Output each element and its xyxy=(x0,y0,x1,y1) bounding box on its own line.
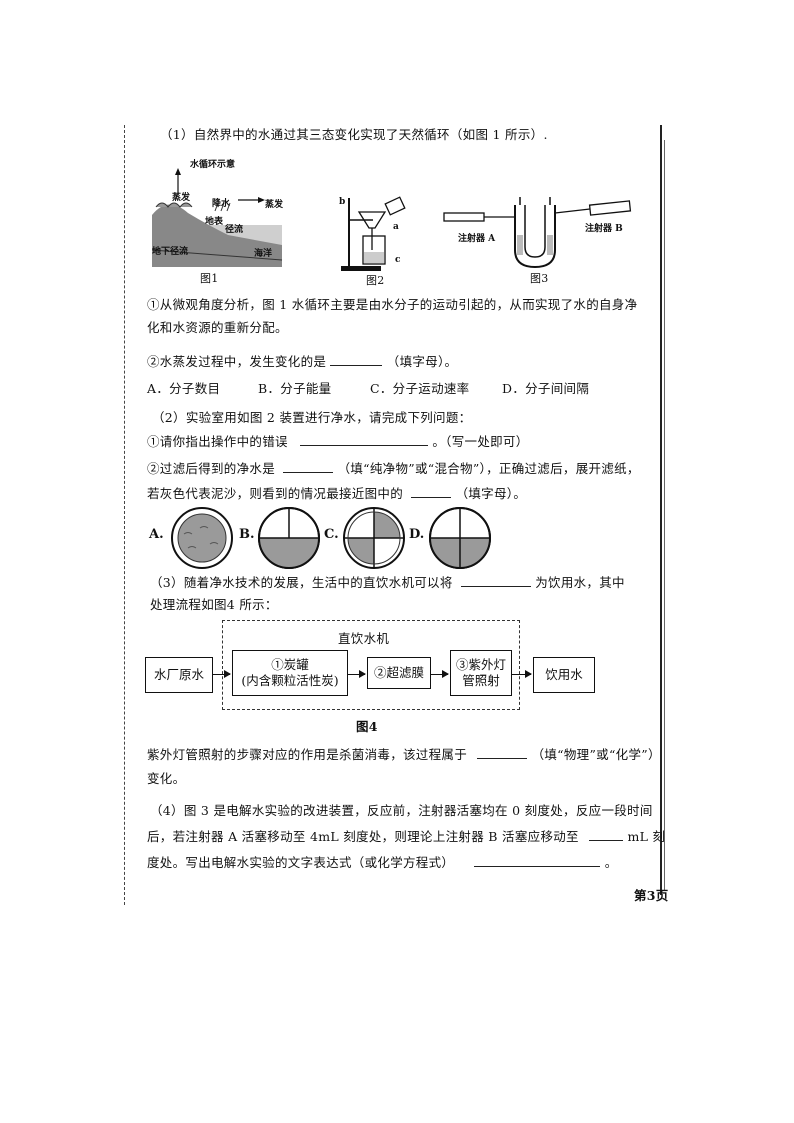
fig3-syringe-a: 注射器 A xyxy=(458,234,496,244)
q2-sub1-blank[interactable] xyxy=(300,433,429,446)
fig1-label-underground: 地下径流 xyxy=(152,247,189,257)
q4-line2-tail: mL 刻 xyxy=(627,829,666,844)
fig3-caption: 图3 xyxy=(530,272,549,285)
flow-start-text: 水厂原水 xyxy=(153,667,204,682)
fig2-label-b: b xyxy=(339,197,346,207)
q1-intro: （1）自然界中的水通过其三态变化实现了天然循环（如图 1 所示）. xyxy=(160,127,548,142)
q1-sub2-tail: （填字母）。 xyxy=(386,354,458,369)
choice-c-label[interactable]: C. xyxy=(324,527,339,542)
q1-option-c[interactable]: C．分子运动速率 xyxy=(370,381,470,396)
fig1-title: 水循环示意 xyxy=(190,160,236,170)
page-edge-shadow xyxy=(664,140,665,890)
q2-sub2b-text: 若灰色代表泥沙，则看到的情况最接近图中的 xyxy=(147,486,404,501)
flow-end-text: 饮用水 xyxy=(545,667,583,682)
q3-note: 紫外灯管照射的步骤对应的作用是杀菌消毒，该过程属于 （填“物理”或“化学”） xyxy=(147,744,661,763)
q1-sub1b: 化和水资源的重新分配。 xyxy=(147,320,288,335)
q1-sub1: ①从微观角度分析，图 1 水循环主要是由水分子的运动引起的，从而实现了水的自身净 xyxy=(147,297,638,312)
q3-intro-tail: 为饮用水，其中 xyxy=(535,575,625,590)
q2-sub2b-blank[interactable] xyxy=(411,485,452,498)
choice-b-label[interactable]: B. xyxy=(239,527,255,542)
q2-sub2-blank[interactable] xyxy=(283,460,334,473)
flow-step-ultrafiltration: ②超滤膜 xyxy=(367,657,431,689)
flow-step-carbon-tank: ①炭罐 (内含颗粒活性炭) xyxy=(232,650,348,696)
q2-sub2b-tail: （填字母）。 xyxy=(455,486,527,501)
fig1-label-runoff: 径流 xyxy=(225,225,244,235)
q2-sub2: ②过滤后得到的净水是 （填“纯净物”或“混合物”），正确过滤后，展开滤纸， xyxy=(147,458,640,477)
choice-d-label[interactable]: D. xyxy=(409,527,425,542)
q2-sub2-text: ②过滤后得到的净水是 xyxy=(147,461,276,476)
fig4-caption: 图4 xyxy=(356,719,378,734)
q2-sub1: ①请你指出操作中的错误 。（写一处即可） xyxy=(147,431,529,450)
choice-a-label[interactable]: A. xyxy=(149,527,164,542)
q1-sub2: ②水蒸发过程中，发生变化的是 （填字母）。 xyxy=(147,351,457,370)
q4-line2-text: 后，若注射器 A 活塞移动至 4mL 刻度处，则理论上注射器 B 活塞应移动至 xyxy=(147,829,579,844)
q2-sub1-tail: 。（写一处即可） xyxy=(432,434,529,449)
q3-intro2: 处理流程如图4 所示： xyxy=(150,597,278,612)
flow-step1-line1: ①炭罐 xyxy=(271,657,309,672)
q3-intro: （3）随着净水技术的发展，生活中的直饮水机可以将 为饮用水，其中 xyxy=(150,572,625,591)
flow-step-uv-lamp: ③紫外灯 管照射 xyxy=(450,650,512,696)
flow-step2-text: ②超滤膜 xyxy=(373,665,424,680)
fig2-label-c: c xyxy=(395,255,401,265)
q4-line3-blank[interactable] xyxy=(474,854,601,867)
choice-c-filter-paper[interactable] xyxy=(342,506,406,570)
q1-sub2-text: ②水蒸发过程中，发生变化的是 xyxy=(147,354,327,369)
q2-sub2b: 若灰色代表泥沙，则看到的情况最接近图中的 （填字母）。 xyxy=(147,483,526,502)
figure-2-filtration xyxy=(335,190,415,275)
flow-step3-line1: ③紫外灯 xyxy=(455,657,506,672)
flow-arrow-3 xyxy=(430,670,449,678)
flow-title: 直饮水机 xyxy=(338,631,390,646)
q2-sub2-mid: （填“纯净物”或“混合物”），正确过滤后，展开滤纸， xyxy=(337,461,640,476)
figure-1-water-cycle xyxy=(148,155,288,285)
flow-start-raw-water: 水厂原水 xyxy=(145,657,213,693)
water-dispenser-frame xyxy=(222,620,520,710)
figure-3-electrolysis xyxy=(440,195,640,275)
q1-option-d[interactable]: D．分子间间隔 xyxy=(502,381,590,396)
fig2-label-a: a xyxy=(393,222,399,232)
page-number: 第3页 xyxy=(634,888,669,903)
fig1-label-sea: 海洋 xyxy=(254,249,273,259)
q4-line2: 后，若注射器 A 活塞移动至 4mL 刻度处，则理论上注射器 B 活塞应移动至 … xyxy=(147,826,665,845)
q1-option-a[interactable]: A．分子数目 xyxy=(147,381,221,396)
q3-intro-blank[interactable] xyxy=(460,574,531,587)
flow-arrow-1 xyxy=(212,670,231,678)
flow-end-drinking-water: 饮用水 xyxy=(533,657,595,693)
q4-line1: （4）图 3 是电解水实验的改进装置，反应前，注射器活塞均在 0 刻度处，反应一… xyxy=(150,803,653,818)
fig1-label-surface: 地表 xyxy=(205,217,224,227)
flow-step1-line2: (内含颗粒活性炭) xyxy=(241,673,339,688)
fig2-caption: 图2 xyxy=(366,274,385,287)
fig1-label-evap2: 蒸发 xyxy=(265,200,284,210)
q3-note-tail: （填“物理”或“化学”） xyxy=(531,747,661,762)
q3-note2: 变化。 xyxy=(147,771,186,786)
q2-intro: （2）实验室用如图 2 装置进行净水，请完成下列问题： xyxy=(152,410,472,425)
q1-option-b[interactable]: B．分子能量 xyxy=(258,381,332,396)
page-edge xyxy=(660,125,662,895)
fig1-label-rain: 降水 xyxy=(212,199,231,209)
fig3-syringe-b: 注射器 B xyxy=(585,224,623,234)
q3-intro-text: （3）随着净水技术的发展，生活中的直饮水机可以将 xyxy=(150,575,453,590)
binding-line xyxy=(124,125,125,905)
choice-b-filter-paper[interactable] xyxy=(257,506,321,570)
q4-line3-tail: 。 xyxy=(604,855,618,870)
flow-arrow-2 xyxy=(347,670,366,678)
q1-sub2-blank[interactable] xyxy=(330,353,383,366)
q2-sub1-text: ①请你指出操作中的错误 xyxy=(147,434,288,449)
flow-step3-line2: 管照射 xyxy=(462,673,500,688)
q4-line3-text: 度处。写出电解水实验的文字表达式（或化学方程式） xyxy=(147,855,455,870)
flow-arrow-4 xyxy=(511,670,532,678)
q4-line3: 度处。写出电解水实验的文字表达式（或化学方程式） 。 xyxy=(147,852,618,871)
choice-d-filter-paper[interactable] xyxy=(428,506,492,570)
choice-a-filter-paper[interactable] xyxy=(170,506,234,570)
q3-note-blank[interactable] xyxy=(477,746,528,759)
fig1-label-evap: 蒸发 xyxy=(172,193,191,203)
q4-line2-blank[interactable] xyxy=(589,828,624,841)
fig1-caption: 图1 xyxy=(200,272,219,285)
q3-note-text: 紫外灯管照射的步骤对应的作用是杀菌消毒，该过程属于 xyxy=(147,747,468,762)
